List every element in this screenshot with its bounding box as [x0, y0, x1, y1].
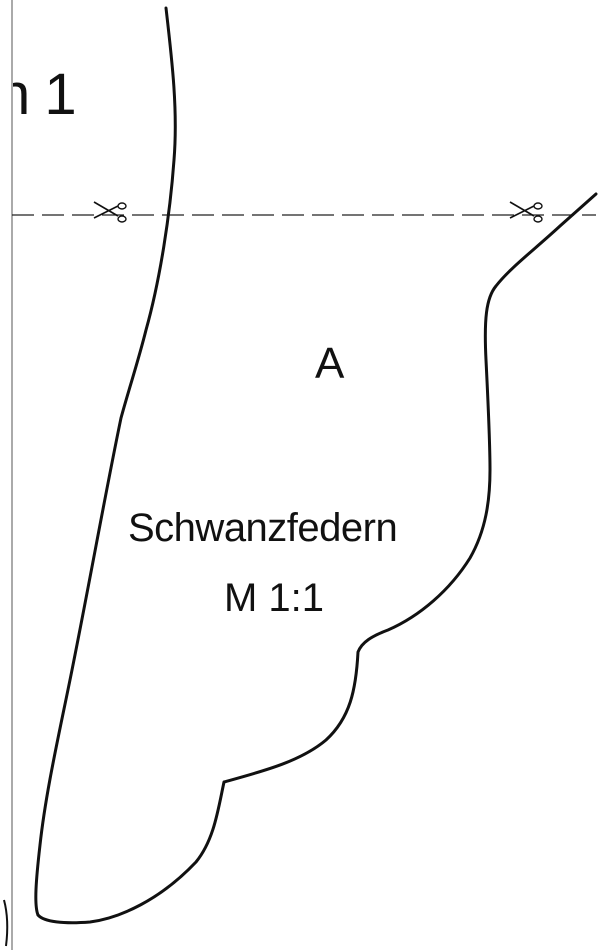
- edge-fragment: [3, 899, 9, 947]
- scissors-icon: [93, 201, 127, 223]
- title-clip: n 1: [13, 60, 113, 140]
- piece-scale: M 1:1: [224, 576, 325, 620]
- piece-name: Schwanzfedern: [128, 506, 398, 550]
- piece-outline-right: [36, 192, 598, 925]
- scissors-icon: [509, 201, 543, 223]
- piece-letter: A: [315, 339, 345, 388]
- piece-outline-left: [34, 6, 177, 917]
- page-title-fragment: n 1: [13, 62, 77, 127]
